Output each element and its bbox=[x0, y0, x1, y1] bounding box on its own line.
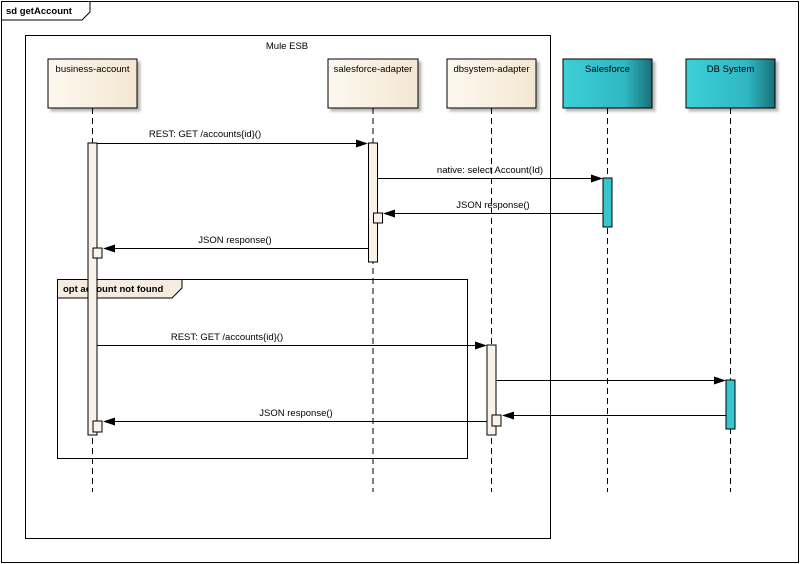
lifeline-head-db-system[interactable] bbox=[685, 58, 776, 109]
return-box-salesforce-adapter bbox=[373, 212, 383, 224]
message-rest-get-salesforce[interactable]: REST: GET /accounts{id}() bbox=[97, 129, 368, 148]
activation-dbsystem-adapter bbox=[486, 344, 497, 436]
return-box-dbsystem-adapter bbox=[491, 414, 502, 427]
lifeline-business-account[interactable]: business-account bbox=[47, 58, 138, 109]
message-json-response-business-2[interactable]: JSON response() bbox=[103, 408, 487, 426]
message-rest-get-dbsystem[interactable]: REST: GET /accounts{id}() bbox=[97, 332, 487, 350]
arrowhead-icon bbox=[383, 209, 395, 218]
activation-salesforce bbox=[602, 177, 613, 228]
message-json-response-salesforce[interactable]: JSON response() bbox=[383, 200, 603, 218]
lifeline-head-salesforce[interactable] bbox=[562, 58, 653, 109]
activation-business-account bbox=[87, 142, 98, 436]
message-label: native: select Account(Id) bbox=[437, 165, 543, 176]
opt-fragment bbox=[57, 279, 468, 459]
lifeline-salesforce[interactable]: Salesforce bbox=[562, 58, 653, 109]
message-db-request[interactable] bbox=[496, 376, 726, 385]
message-label: JSON response() bbox=[198, 235, 271, 246]
lifeline-head-dbsystem-adapter[interactable] bbox=[446, 58, 537, 109]
arrowhead-icon bbox=[591, 174, 603, 183]
lifeline-name-business-account: business-account bbox=[56, 64, 130, 75]
arrowhead-icon bbox=[103, 417, 115, 426]
arrowhead-icon bbox=[475, 341, 487, 350]
message-db-response[interactable] bbox=[502, 411, 726, 420]
lifeline-name-salesforce: Salesforce bbox=[585, 64, 630, 75]
activation-db-system bbox=[725, 379, 736, 430]
opt-fragment-label: opt account not found bbox=[63, 284, 163, 295]
system-boundary bbox=[25, 35, 551, 539]
sd-frame-label: sd getAccount bbox=[6, 6, 73, 17]
arrowhead-icon bbox=[356, 139, 368, 148]
message-label: JSON response() bbox=[259, 408, 332, 419]
message-label: REST: GET /accounts{id}() bbox=[149, 129, 261, 140]
message-label: JSON response() bbox=[456, 200, 529, 211]
lifeline-salesforce-adapter[interactable]: salesforce-adapter bbox=[327, 58, 419, 109]
system-boundary-label: Mule ESB bbox=[266, 41, 308, 52]
message-json-response-business-1[interactable]: JSON response() bbox=[103, 235, 368, 253]
sd-frame-tab bbox=[1, 1, 91, 21]
lifeline-name-dbsystem-adapter: dbsystem-adapter bbox=[453, 64, 529, 75]
return-box-business-account-2 bbox=[92, 420, 103, 433]
lifeline-db-system[interactable]: DB System bbox=[685, 58, 776, 109]
arrowhead-icon bbox=[714, 376, 726, 385]
arrowhead-icon bbox=[502, 411, 514, 420]
lifeline-dbsystem-adapter[interactable]: dbsystem-adapter bbox=[446, 58, 537, 109]
arrowhead-icon bbox=[103, 244, 115, 253]
return-box-business-account-1 bbox=[92, 247, 103, 259]
activation-salesforce-adapter bbox=[368, 142, 378, 263]
lifeline-head-business-account[interactable] bbox=[47, 58, 138, 109]
lifeline-name-salesforce-adapter: salesforce-adapter bbox=[334, 64, 413, 75]
lifeline-name-db-system: DB System bbox=[707, 64, 755, 75]
message-label: REST: GET /accounts{id}() bbox=[171, 332, 283, 343]
message-native-select[interactable]: native: select Account(Id) bbox=[378, 165, 603, 183]
